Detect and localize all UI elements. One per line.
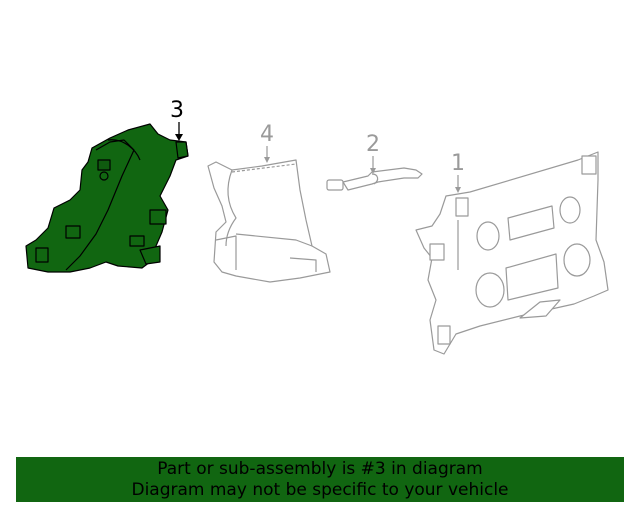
part-4-trim-panel[interactable] — [207, 159, 331, 283]
diagram-illustration — [25, 122, 609, 355]
callout-3[interactable]: 3 — [170, 98, 184, 123]
part-3-bracket[interactable] — [25, 123, 189, 273]
callout-1[interactable]: 1 — [451, 151, 465, 176]
part-1-control-panel[interactable] — [415, 151, 609, 355]
parts-diagram: 3 4 2 1 — [25, 98, 609, 355]
part-info-banner: Part or sub-assembly is #3 in diagram Di… — [16, 457, 624, 502]
banner-line-part: Part or sub-assembly is #3 in diagram — [157, 458, 483, 479]
callout-2[interactable]: 2 — [366, 132, 380, 157]
banner-line-disclaimer: Diagram may not be specific to your vehi… — [131, 479, 509, 500]
callout-4[interactable]: 4 — [260, 122, 274, 147]
part-2-harness[interactable] — [326, 167, 423, 191]
